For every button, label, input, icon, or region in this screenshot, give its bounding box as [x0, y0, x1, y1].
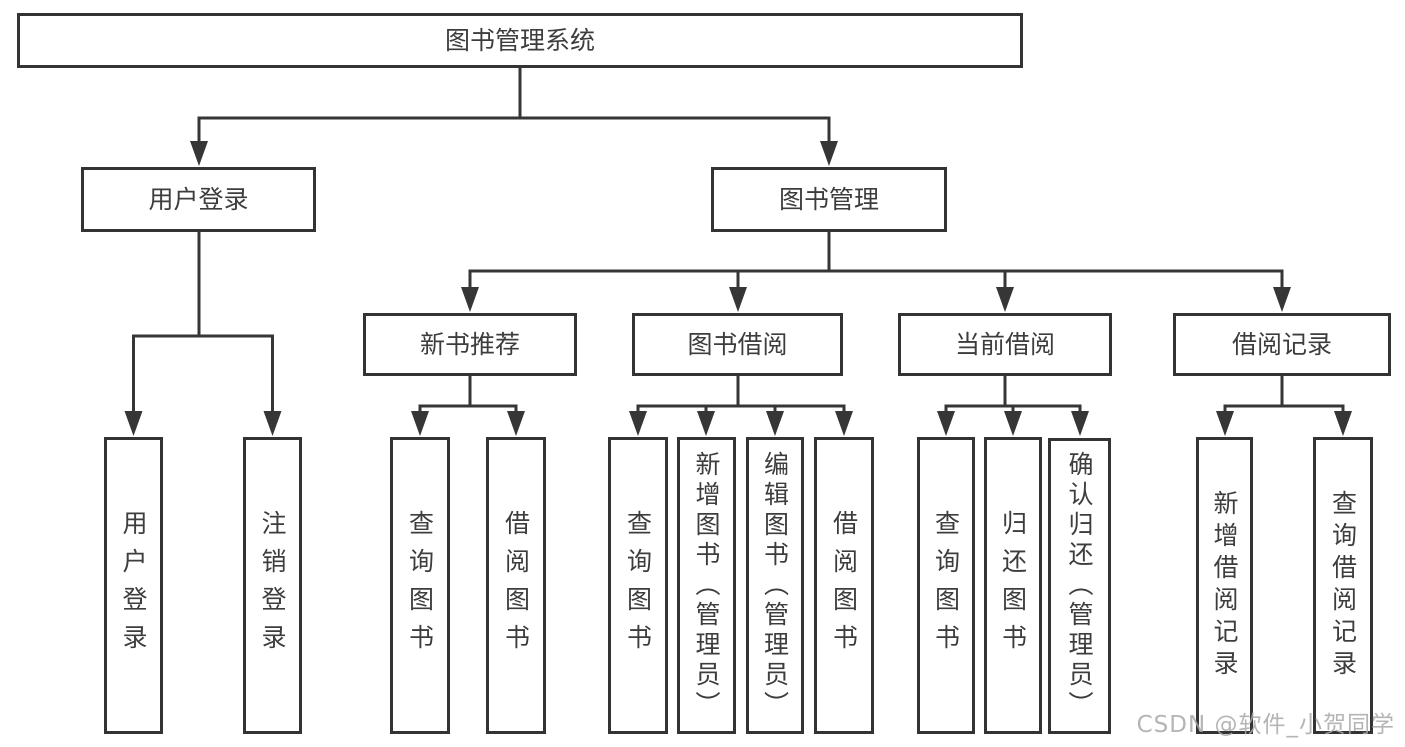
leaf-query-books-borrow-label: 查询图书	[623, 509, 653, 662]
node-borrow-records: 借阅记录	[1173, 313, 1391, 376]
arrowhead-icon	[629, 411, 647, 436]
edge-group-1	[124, 230, 282, 436]
leaf-query-books-borrow: 查询图书	[608, 437, 668, 734]
arrowhead-icon	[190, 141, 208, 166]
node-current-borrow: 当前借阅	[898, 313, 1112, 376]
node-borrow-records-label: 借阅记录	[1231, 330, 1332, 359]
arrowhead-icon	[461, 287, 479, 312]
node-root: 图书管理系统	[17, 13, 1023, 68]
node-root-label: 图书管理系统	[444, 26, 595, 55]
edge-group-6	[1216, 374, 1352, 436]
leaf-add-borrow-record: 新增借阅记录	[1196, 437, 1253, 734]
leaf-borrow-books-recommend-label: 借阅图书	[501, 509, 531, 662]
arrowhead-icon	[124, 411, 143, 436]
arrowhead-icon	[1004, 411, 1022, 436]
leaf-query-books-current: 查询图书	[917, 437, 975, 734]
leaf-borrow-books-recommend: 借阅图书	[486, 437, 546, 734]
leaf-query-books-recommend: 查询图书	[390, 437, 450, 734]
node-user-login: 用户登录	[81, 167, 316, 232]
arrowhead-icon	[996, 287, 1014, 312]
arrowhead-icon	[937, 411, 955, 436]
arrowhead-icon	[507, 411, 525, 436]
leaf-query-books-current-label: 查询图书	[931, 509, 961, 662]
arrowhead-icon	[835, 411, 853, 436]
edge-group-2	[461, 230, 1291, 312]
leaf-return-books-label: 归还图书	[998, 509, 1028, 662]
leaf-confirm-return-admin-label: 确认归还（管理员）	[1065, 451, 1094, 721]
arrowhead-icon	[1334, 411, 1352, 436]
edge-group-5	[937, 374, 1089, 436]
node-new-book-recommend: 新书推荐	[363, 313, 577, 376]
node-book-management-label: 图书管理	[778, 185, 879, 214]
leaf-add-borrow-record-label: 新增借阅记录	[1210, 489, 1239, 682]
node-user-login-label: 用户登录	[148, 185, 249, 214]
arrowhead-icon	[729, 287, 747, 312]
leaf-logout: 注销登录	[243, 437, 302, 734]
leaf-edit-book-admin: 编辑图书（管理员）	[746, 437, 804, 734]
arrowhead-icon	[411, 411, 429, 436]
edge-group-4	[629, 374, 853, 436]
leaf-logout-label: 注销登录	[258, 509, 287, 662]
node-new-book-recommend-label: 新书推荐	[419, 330, 520, 359]
arrowhead-icon	[820, 141, 838, 166]
edge-group-0	[190, 66, 838, 166]
node-book-borrow: 图书借阅	[632, 313, 843, 376]
watermark: CSDN @软件_小贺同学	[1136, 712, 1395, 738]
arrowhead-icon	[1071, 411, 1089, 436]
arrowhead-icon	[1216, 411, 1234, 436]
arrowhead-icon	[766, 411, 784, 436]
leaf-query-books-recommend-label: 查询图书	[405, 509, 435, 662]
node-book-management: 图书管理	[711, 167, 947, 232]
leaf-borrow-books-borrow-label: 借阅图书	[829, 509, 859, 662]
leaf-add-book-admin-label: 新增图书（管理员）	[692, 450, 721, 721]
leaf-add-book-admin: 新增图书（管理员）	[677, 437, 736, 734]
leaf-user-login-label: 用户登录	[119, 509, 148, 662]
leaf-borrow-books-borrow: 借阅图书	[814, 437, 874, 734]
arrowhead-icon	[697, 411, 715, 436]
leaf-user-login: 用户登录	[104, 437, 163, 734]
leaf-query-borrow-record-label: 查询借阅记录	[1328, 489, 1358, 682]
arrowhead-icon	[1273, 287, 1291, 312]
leaf-query-borrow-record: 查询借阅记录	[1313, 437, 1373, 734]
edge-group-3	[411, 374, 525, 436]
node-book-borrow-label: 图书借阅	[687, 330, 788, 359]
leaf-confirm-return-admin: 确认归还（管理员）	[1048, 438, 1111, 734]
node-current-borrow-label: 当前借阅	[954, 330, 1055, 359]
arrowhead-icon	[263, 411, 282, 436]
leaf-return-books: 归还图书	[984, 437, 1042, 734]
leaf-edit-book-admin-label: 编辑图书（管理员）	[760, 450, 790, 721]
